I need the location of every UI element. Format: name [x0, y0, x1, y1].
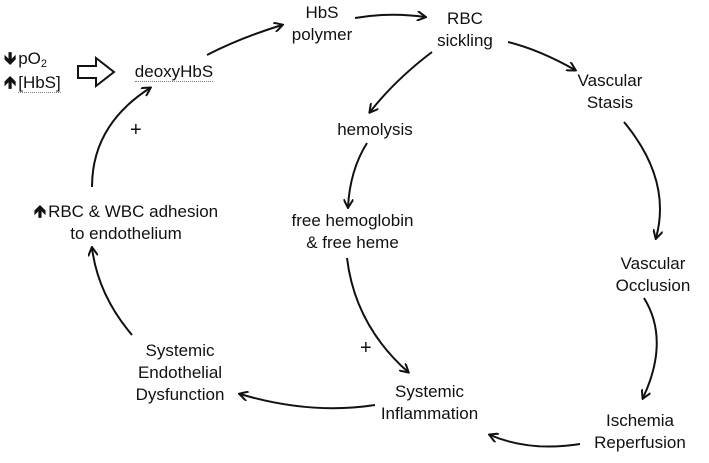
po2-label: 🡻pO2 [4, 48, 47, 75]
hemolysis-text: hemolysis [337, 120, 413, 139]
hbs-label: 🡹[HbS] [4, 72, 61, 94]
hbs-polymer-line2: polymer [291, 25, 353, 44]
arrow-endothelial-to-adhesion [92, 248, 133, 336]
arrow-sickling-to-hemolysis [370, 51, 433, 112]
down-arrow-icon: 🡻 [4, 49, 17, 68]
adhesion-line1: RBC & WBC adhesion [48, 202, 219, 221]
arrow-sickling-to-stasis [507, 41, 575, 70]
arrow-hemolysis-to-heme [348, 142, 368, 207]
endothelial-line2: Endothelial [137, 363, 223, 382]
hbs-polymer-line1: HbS [305, 3, 339, 22]
hbs-text: [HbS] [18, 73, 61, 93]
free-heme-line1: free hemoglobin [291, 211, 414, 230]
node-rbc-sickling: RBC sickling [420, 8, 510, 52]
node-vascular-stasis: Vascular Stasis [560, 70, 660, 114]
vascular-occlusion-line1: Vascular [620, 254, 686, 273]
free-heme-line2: & free heme [306, 233, 399, 252]
node-free-heme: free hemoglobin & free heme [280, 210, 425, 254]
deoxyhbs-text: deoxyHbS [134, 62, 214, 82]
po2-subscript: 2 [40, 58, 48, 70]
adhesion-line2: to endothelium [70, 224, 182, 243]
node-vascular-occlusion: Vascular Occlusion [600, 253, 706, 297]
arrow-heme-to-inflammation [346, 257, 408, 372]
ischemia-line1: Ischemia [605, 411, 675, 430]
node-deoxyhbs: deoxyHbS [124, 61, 224, 83]
vascular-stasis-line1: Vascular [577, 71, 643, 90]
endothelial-line1: Systemic [145, 341, 215, 360]
hollow-arrow [77, 55, 116, 89]
arrow-deoxyhbs-to-polymer [206, 25, 282, 56]
up-arrow-icon: 🡹 [4, 73, 17, 92]
vascular-occlusion-line2: Occlusion [615, 276, 691, 295]
node-ischemia-reperfusion: Ischemia Reperfusion [580, 410, 700, 454]
inflammation-line2: Inflammation [380, 404, 479, 423]
plus-sign-heme: + [360, 337, 372, 359]
po2-text: pO [18, 49, 41, 68]
ischemia-line2: Reperfusion [594, 433, 686, 452]
arrow-occlusion-to-ischemia [643, 297, 658, 398]
arrow-adhesion-to-deoxyhbs [91, 88, 150, 188]
vascular-stasis-line2: Stasis [586, 93, 634, 112]
node-hemolysis: hemolysis [325, 119, 425, 141]
arrow-inflammation-to-endothelial [240, 394, 376, 410]
endothelial-line3: Dysfunction [135, 385, 225, 404]
inflammation-line1: Systemic [395, 382, 464, 401]
up-arrow-icon: 🡹 [33, 202, 47, 221]
arrow-ischemia-to-inflammation [490, 435, 581, 448]
arrow-stasis-to-occlusion [623, 121, 660, 238]
node-endothelial-dysfunction: Systemic Endothelial Dysfunction [125, 340, 235, 406]
rbc-sickling-line1: RBC [447, 9, 483, 28]
plus-sign-adhesion: + [130, 119, 142, 141]
node-systemic-inflammation: Systemic Inflammation [372, 381, 487, 425]
rbc-sickling-line2: sickling [437, 31, 493, 50]
node-hbs-polymer: HbS polymer [282, 2, 362, 46]
arrow-polymer-to-sickling [354, 15, 425, 18]
node-adhesion: 🡹RBC & WBC adhesion to endothelium [6, 201, 246, 245]
